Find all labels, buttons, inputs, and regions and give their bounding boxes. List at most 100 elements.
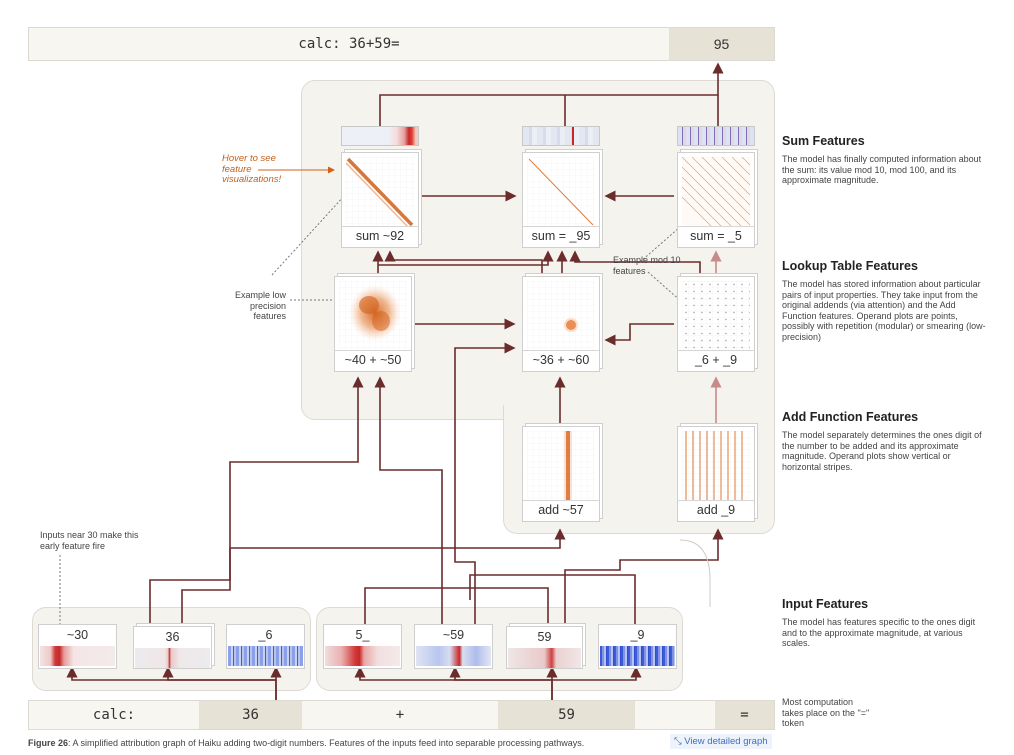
edge-in36-add57 bbox=[181, 528, 566, 624]
input-9-label: _9 bbox=[630, 628, 645, 642]
node-add-9[interactable]: add _9 bbox=[677, 426, 755, 522]
token-equals: = bbox=[715, 701, 774, 729]
edge-in5-add bbox=[364, 587, 549, 624]
edge-6-9-36-60 bbox=[604, 323, 674, 346]
expand-arrows-icon: ⤡ bbox=[674, 736, 682, 747]
token-calc: calc: bbox=[92, 707, 136, 723]
node-lookup-40-50[interactable]: ~40 + ~50 bbox=[334, 276, 412, 372]
input-59b-bar bbox=[508, 648, 581, 668]
sum92-label: sum ~92 bbox=[342, 226, 418, 247]
node-lookup-36-60[interactable]: ~36 + ~60 bbox=[522, 276, 600, 372]
caption-text: : A simplified attribution graph of Haik… bbox=[68, 738, 585, 748]
annotation-low-precision: Example low precision features bbox=[234, 290, 286, 321]
input-59b-label: 59 bbox=[537, 630, 552, 644]
node-lookup-6-9[interactable]: _6 + _9 bbox=[677, 276, 755, 372]
section-lookup-body: The model has stored information about p… bbox=[782, 279, 986, 342]
caption-label: Figure 26 bbox=[28, 738, 69, 748]
node-sum-95[interactable]: sum = _95 bbox=[522, 152, 600, 248]
edge-in9b-add9 bbox=[469, 574, 636, 624]
answer-token: 95 bbox=[669, 28, 774, 60]
edge-in59-36-60 bbox=[454, 342, 516, 624]
sum92-strip[interactable] bbox=[341, 126, 419, 146]
lookup-6-9-label: _6 + _9 bbox=[678, 350, 754, 371]
prompt-bar: calc: 36+59= 95 bbox=[28, 27, 775, 61]
edge-tok36-in36 bbox=[162, 666, 276, 681]
input-6-bar bbox=[228, 646, 303, 666]
section-input-title: Input Features bbox=[782, 597, 869, 611]
token-59: 59 bbox=[498, 701, 635, 729]
token-59-text: 59 bbox=[558, 707, 575, 723]
input-feature-59b[interactable]: 59 bbox=[506, 626, 583, 669]
node-add-57[interactable]: add ~57 bbox=[522, 426, 600, 522]
lookup-40-50-plot bbox=[339, 281, 407, 351]
token-bar: calc: 36 + 59 = bbox=[28, 700, 775, 730]
edge-tok59-in9 bbox=[552, 666, 642, 681]
input-36-bar bbox=[135, 648, 210, 668]
edge-tok59-in5 bbox=[354, 666, 553, 700]
sum95-plot bbox=[527, 157, 595, 227]
edge-in30-40-50 bbox=[149, 376, 364, 624]
input-feature-36[interactable]: 36 bbox=[133, 626, 212, 669]
token-36-text: 36 bbox=[242, 707, 259, 723]
leader-low-precision bbox=[271, 194, 346, 276]
sum95-label: sum = _95 bbox=[523, 226, 599, 247]
node-sum-5[interactable]: sum = _5 bbox=[677, 152, 755, 248]
input-feature-30[interactable]: ~30 bbox=[38, 624, 117, 669]
figure-caption: Figure 26: A simplified attribution grap… bbox=[28, 738, 668, 748]
edge-in59a-40-50 bbox=[374, 376, 443, 624]
section-input-body: The model has features specific to the o… bbox=[782, 617, 976, 648]
add57-plot bbox=[527, 431, 595, 501]
edge-6-9-sum95 bbox=[569, 250, 701, 276]
section-add-title: Add Function Features bbox=[782, 410, 919, 424]
sum5-strip[interactable] bbox=[677, 126, 755, 146]
add57-label: add ~57 bbox=[523, 500, 599, 521]
input-feature-9[interactable]: _9 bbox=[598, 624, 677, 669]
input-5-label: 5_ bbox=[355, 628, 370, 642]
edge-40-50-sum95 bbox=[378, 250, 554, 266]
input-9-bar bbox=[600, 646, 675, 666]
input-feature-6[interactable]: _6 bbox=[226, 624, 305, 669]
token-36: 36 bbox=[199, 701, 302, 729]
node-sum-92[interactable]: sum ~92 bbox=[341, 152, 419, 248]
edge-tok36-in30 bbox=[66, 666, 277, 700]
edge-36-60-sum92 bbox=[384, 250, 543, 276]
token-plus: + bbox=[395, 707, 405, 723]
token-equals-text: = bbox=[740, 707, 749, 723]
sum92-plot bbox=[346, 157, 414, 227]
add9-plot bbox=[682, 431, 750, 501]
lookup-36-60-label: ~36 + ~60 bbox=[523, 350, 599, 371]
annotation-inputs-near-30: Inputs near 30 make this early feature f… bbox=[40, 530, 139, 551]
view-detailed-graph-link[interactable]: ⤡ View detailed graph bbox=[670, 734, 772, 749]
edge-sum92-answer bbox=[379, 62, 724, 126]
section-sum-body: The model has finally computed informati… bbox=[782, 154, 982, 185]
sum95-strip[interactable] bbox=[522, 126, 600, 146]
annotation-mod10: Example mod 10 features bbox=[613, 255, 681, 276]
input-36-label: 36 bbox=[165, 630, 180, 644]
input-feature-59a[interactable]: ~59 bbox=[414, 624, 493, 669]
lookup-6-9-plot bbox=[682, 281, 750, 351]
annotation-most-computation: Most computation takes place on the "=" … bbox=[782, 697, 870, 728]
lookup-40-50-label: ~40 + ~50 bbox=[335, 350, 411, 371]
sum95-strip-mark bbox=[572, 127, 574, 145]
section-add-body: The model separately determines the ones… bbox=[782, 430, 982, 472]
sum5-plot bbox=[682, 157, 750, 227]
add9-label: add _9 bbox=[678, 500, 754, 521]
answer-text: 95 bbox=[713, 36, 730, 52]
input-30-bar bbox=[40, 646, 115, 666]
edge-tok59-in59a bbox=[449, 666, 552, 681]
decor-curve bbox=[679, 539, 711, 607]
sum5-label: sum = _5 bbox=[678, 226, 754, 247]
input-5-bar bbox=[325, 646, 400, 666]
annotation-hover: Hover to see feature visualizations! bbox=[222, 153, 282, 185]
edge-in9-add9 bbox=[564, 528, 724, 624]
input-feature-5[interactable]: 5_ bbox=[323, 624, 402, 669]
input-59a-label: ~59 bbox=[442, 628, 465, 642]
section-sum-title: Sum Features bbox=[782, 134, 865, 148]
input-59a-bar bbox=[416, 646, 491, 666]
lookup-36-60-plot bbox=[527, 281, 595, 351]
view-detailed-graph-text: View detailed graph bbox=[684, 736, 768, 747]
section-lookup-title: Lookup Table Features bbox=[782, 259, 918, 273]
input-6-label: _6 bbox=[258, 628, 273, 642]
prompt-text: calc: 36+59= bbox=[298, 36, 400, 52]
